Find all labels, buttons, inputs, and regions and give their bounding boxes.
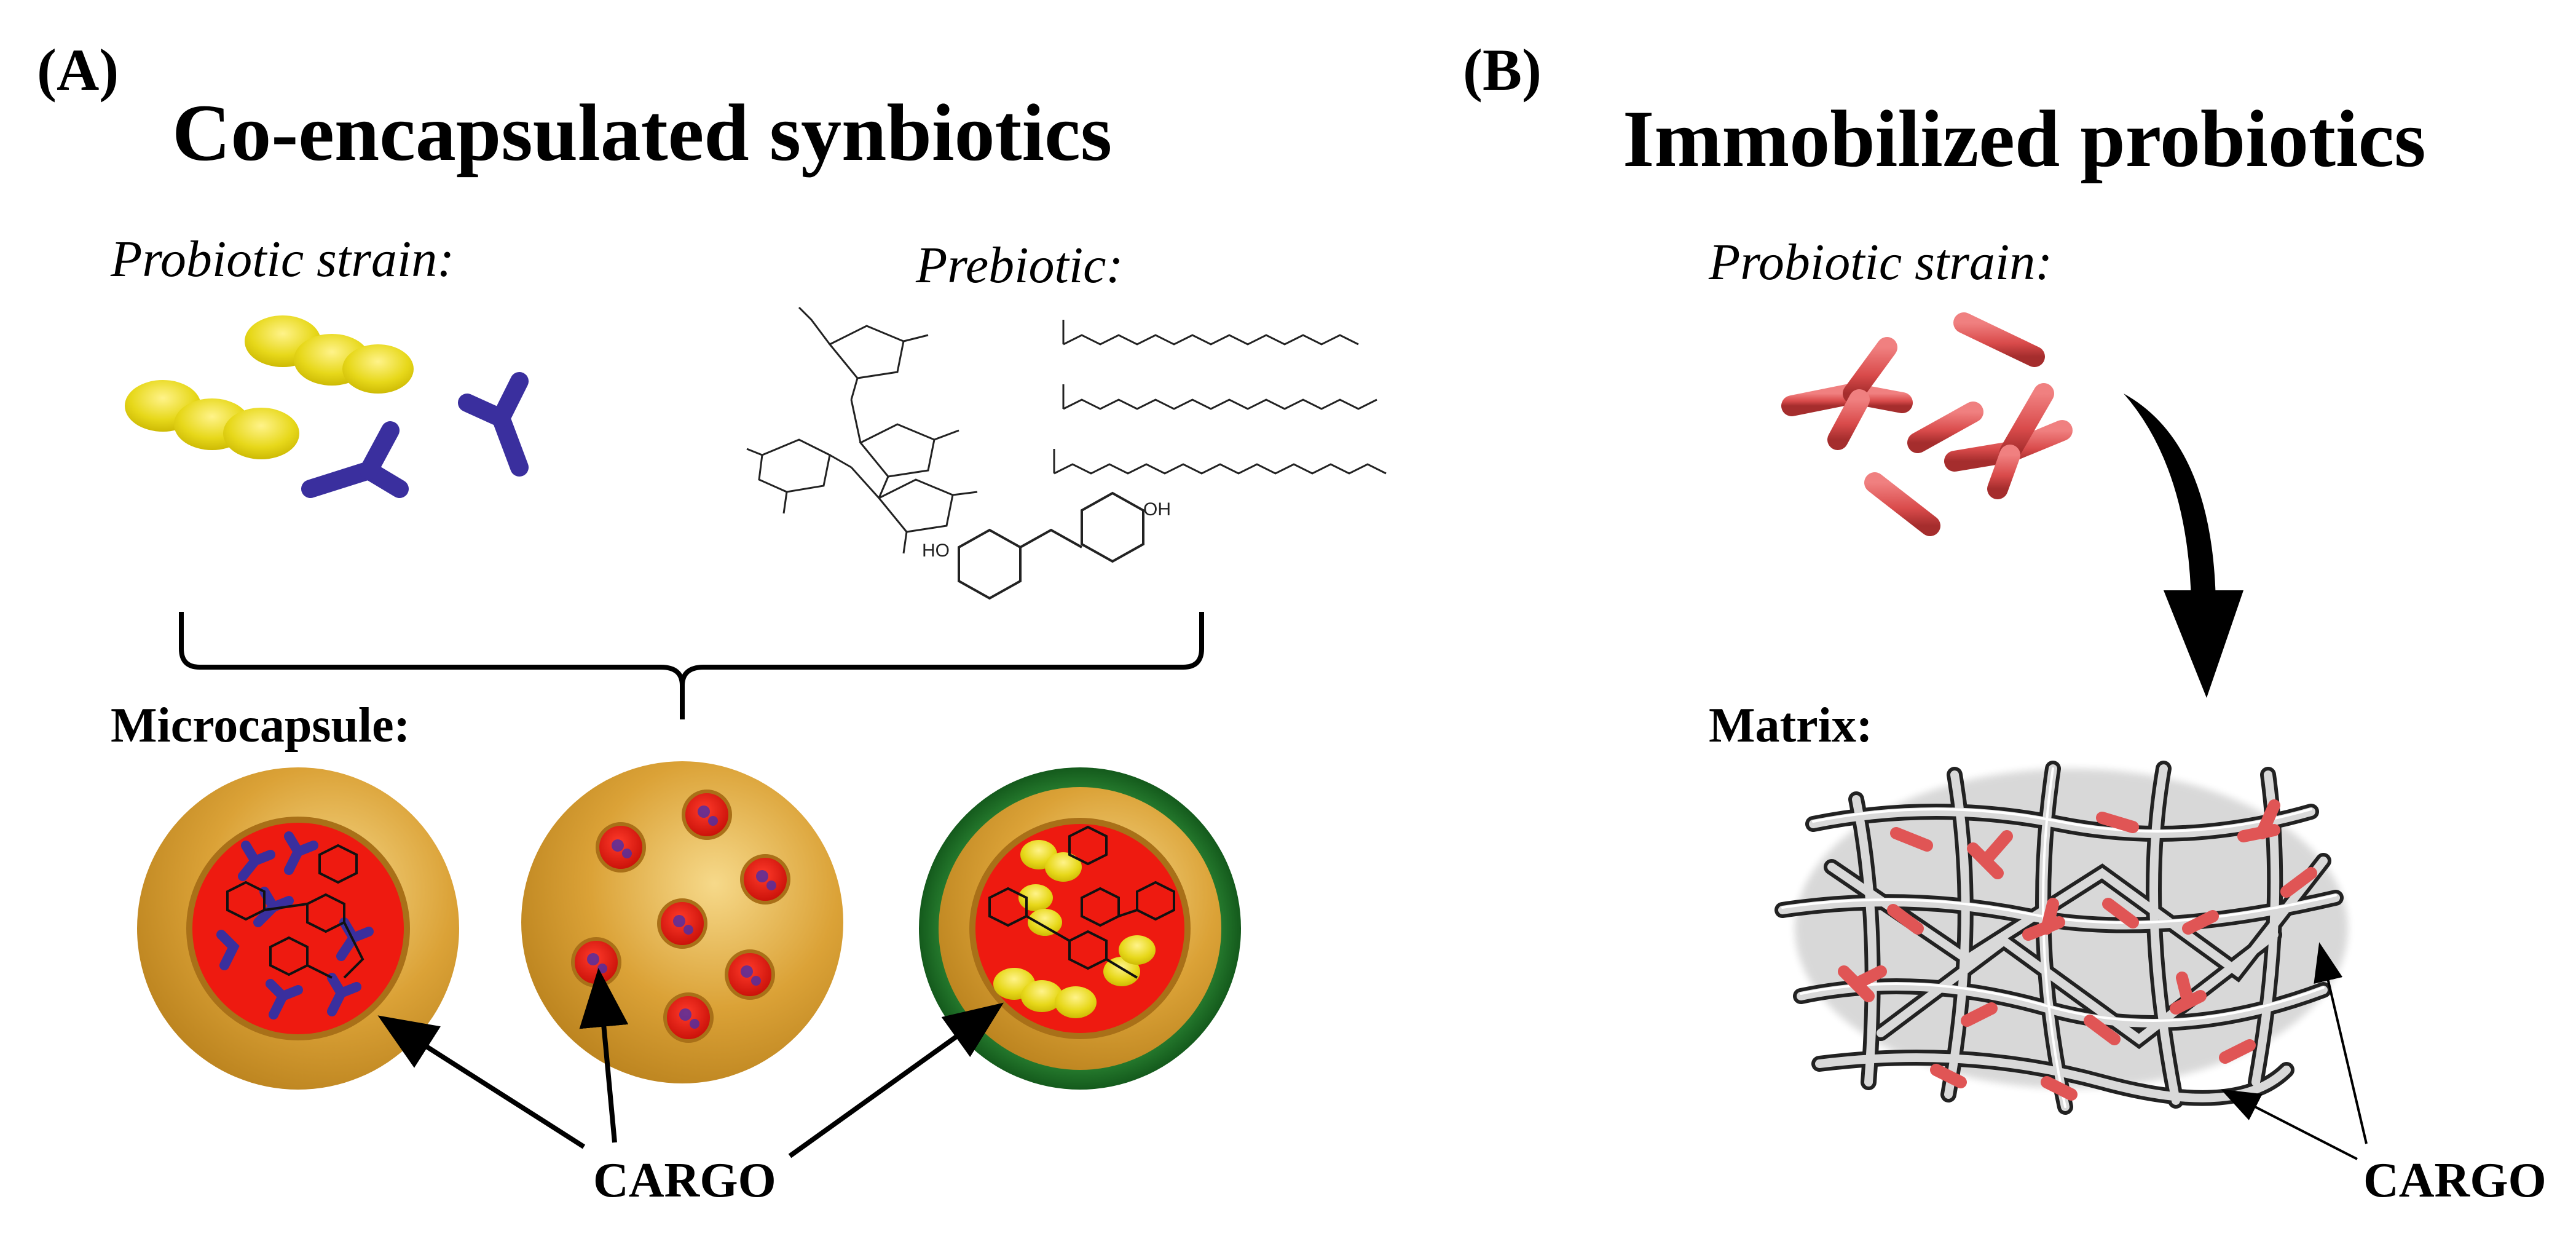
cargo-label-b: CARGO bbox=[2363, 1154, 2546, 1208]
cargo-arrows-a bbox=[377, 968, 1004, 1158]
fatty-acid-1 bbox=[1062, 320, 1359, 346]
prebiotic-label: Prebiotic: bbox=[916, 237, 1124, 294]
yellow-streptococcus-chain-1 bbox=[125, 380, 299, 459]
blue-bifidobacterium-2 bbox=[458, 372, 529, 477]
red-rod-bacteria bbox=[1781, 312, 2073, 536]
matrix-label: Matrix: bbox=[1709, 699, 1873, 753]
curved-arrow-head bbox=[2164, 590, 2243, 698]
cargo-arrows-b bbox=[2220, 942, 2368, 1160]
resveratrol-label-oh: OH bbox=[1143, 499, 1171, 520]
yellow-streptococcus-chain-2 bbox=[245, 315, 414, 394]
panel-a-title: Co-encapsulated synbiotics bbox=[172, 87, 1113, 178]
microcapsule-2 bbox=[521, 761, 843, 1083]
fatty-acid-2 bbox=[1062, 384, 1377, 410]
cargo-label-a: CARGO bbox=[593, 1154, 776, 1208]
microcapsule-label: Microcapsule: bbox=[111, 699, 411, 753]
oligosaccharide-structure bbox=[746, 306, 978, 554]
grouping-brace bbox=[179, 612, 1204, 719]
blue-bifidobacterium-1 bbox=[301, 421, 409, 498]
resveratrol-structure bbox=[958, 491, 1144, 600]
microcapsule-1 bbox=[137, 767, 459, 1090]
matrix-network bbox=[1774, 761, 2348, 1115]
curved-arrow bbox=[2124, 394, 2216, 603]
fatty-acid-3 bbox=[1053, 449, 1387, 475]
panel-b-label: (B) bbox=[1463, 37, 1542, 103]
panel-a-label: (A) bbox=[37, 37, 119, 103]
probiotic-strain-label-a: Probiotic strain: bbox=[111, 231, 455, 288]
resveratrol-label-ho: HO bbox=[922, 540, 950, 561]
microcapsule-3 bbox=[919, 767, 1241, 1090]
probiotic-strain-label-b: Probiotic strain: bbox=[1709, 234, 2053, 291]
panel-b-title: Immobilized probiotics bbox=[1623, 93, 2426, 184]
